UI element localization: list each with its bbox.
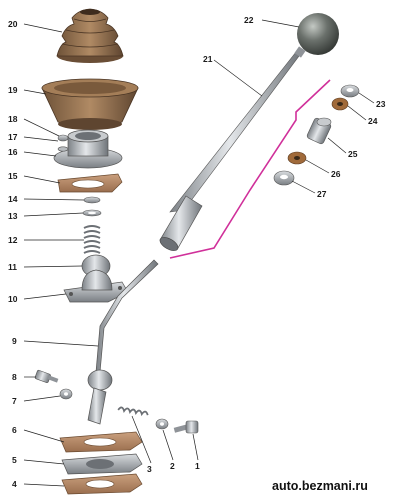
part-9-lever [87, 259, 159, 425]
label-18: 18 [8, 114, 18, 124]
label-11: 11 [8, 262, 17, 272]
part-8-bolt [34, 369, 59, 383]
watermark: auto.bezmani.ru [272, 479, 368, 493]
part-24-washer [331, 97, 349, 111]
label-22: 22 [244, 15, 254, 25]
label-15: 15 [8, 171, 18, 181]
label-6: 6 [12, 425, 17, 435]
label-23: 23 [376, 99, 386, 109]
label-7: 7 [12, 396, 17, 406]
part-22-knob [294, 13, 339, 58]
label-9: 9 [12, 336, 17, 346]
label-1: 1 [195, 461, 200, 471]
label-24: 24 [368, 116, 378, 126]
part-23-nut [340, 84, 360, 98]
label-13: 13 [8, 211, 18, 221]
part-14-13-washers [82, 196, 102, 217]
part-4-gasket [61, 473, 143, 495]
part-17-18-nuts [57, 134, 69, 152]
label-3: 3 [147, 464, 152, 474]
label-20: 20 [8, 19, 18, 29]
label-19: 19 [8, 85, 18, 95]
label-21: 21 [203, 54, 213, 64]
label-14: 14 [8, 194, 18, 204]
label-16: 16 [8, 147, 18, 157]
part-2-washer [155, 418, 169, 430]
label-17: 17 [8, 132, 18, 142]
part-12-spring [83, 225, 101, 254]
label-27: 27 [317, 189, 327, 199]
part-26-washer [287, 151, 307, 165]
part-3-spring [117, 406, 149, 417]
label-5: 5 [12, 455, 17, 465]
label-4: 4 [12, 479, 17, 489]
label-12: 12 [8, 235, 18, 245]
part-10-lower-housing [63, 269, 129, 303]
assembly-bracket [169, 79, 331, 259]
part-27-nut [273, 170, 295, 186]
part-19-cover [41, 78, 139, 130]
part-6-gasket [59, 431, 143, 453]
part-20-boot [56, 8, 124, 63]
label-2: 2 [170, 461, 175, 471]
part-15-gasket [57, 173, 123, 193]
label-25: 25 [348, 149, 358, 159]
label-10: 10 [8, 294, 18, 304]
part-7-washer [59, 388, 73, 400]
part-25-bushing [306, 117, 332, 145]
part-1-bolt [173, 420, 199, 434]
leader-lines [23, 19, 375, 487]
label-26: 26 [331, 169, 341, 179]
part-16-housing [53, 129, 123, 169]
part-5-plate [61, 453, 143, 475]
label-8: 8 [12, 372, 17, 382]
